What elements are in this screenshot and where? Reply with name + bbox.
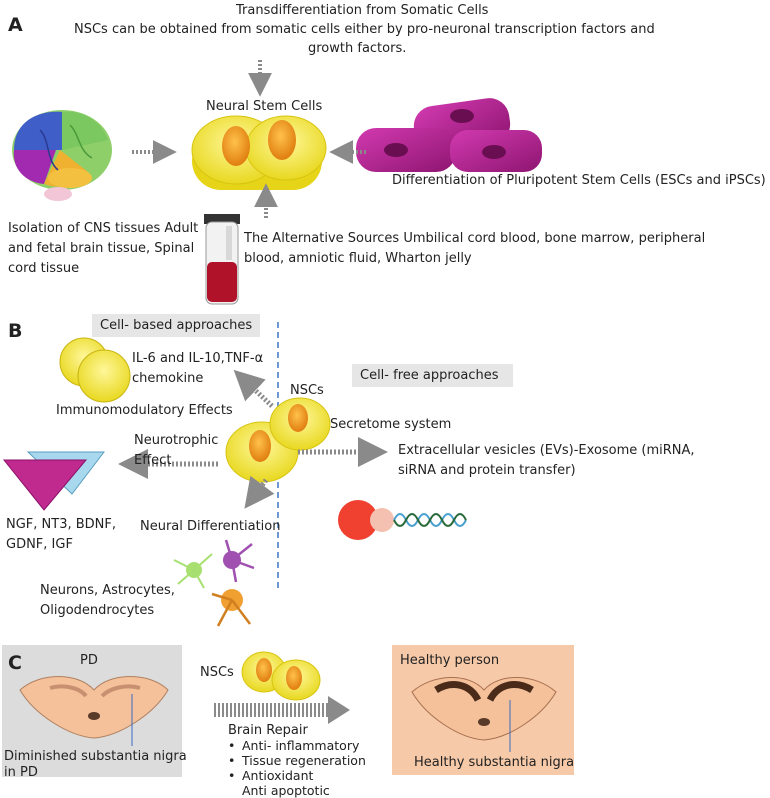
ev-line1: Extracellular vesicles (EVs)-Exosome (mi… [398,443,695,458]
healthy-brain-section [411,677,557,752]
cns-line3: cord tissue [8,261,80,276]
panel-a-arrows [132,60,366,218]
transdiff-title: Transdifferentiation from Somatic Cells [236,3,489,18]
repair-title: Brain Repair [228,723,308,738]
repair-item: •Anti- inflammatory [228,738,360,753]
panel-letter-b: B [8,320,23,342]
cells-line2: Oligodendrocytes [40,603,155,618]
repair-item: •Antioxidant [228,768,314,783]
brain-illustration [12,110,112,201]
nsc-cluster-c [241,651,321,701]
neural-diff-label: Neural Differentiation [140,519,281,534]
secretome-label: Secretome system [330,417,452,432]
pluripotent-label: Differentiation of Pluripotent Stem Cell… [392,173,766,188]
neurotrophic-line1: Neurotrophic [134,433,219,448]
cytokines-line1: IL-6 and IL-10,TNF-α [132,351,264,366]
neurotrophic-line2: Effect [134,453,172,468]
cell-based-tag: Cell- based approaches [92,314,261,337]
cell-free-tag: Cell- free approaches [352,364,513,387]
growth-factor-triangles [2,451,106,511]
nscs-label-c: NSCs [200,665,234,680]
nsc-label: Neural Stem Cells [206,99,323,114]
pd-label: PD [80,653,98,668]
panel-letter-c: C [8,652,22,674]
alt-line2: blood, amniotic fluid, Wharton jelly [244,251,472,266]
healthy-nigra-label: Healthy substantia nigra [414,755,575,770]
repair-item: Anti apoptotic [242,783,330,798]
ev-exosome [338,500,467,540]
panel-letter-a: A [8,14,23,36]
cells-line1: Neurons, Astrocytes, [40,583,175,598]
alt-line1: The Alternative Sources Umbilical cord b… [244,231,706,246]
repair-arrow [214,696,350,724]
transdiff-line2: growth factors. [308,41,407,56]
factors-line1: NGF, NT3, BDNF, [6,517,117,532]
neural-cells [173,539,255,627]
nsc-cluster-a [191,115,327,190]
cns-line2: and fetal brain tissue, Spinal [8,241,195,256]
panel-b-arrows [118,369,388,509]
ev-line2: siRNA and protein transfer) [398,463,576,478]
repair-item: •Tissue regeneration [228,753,366,768]
cns-line1: Isolation of CNS tissues Adult [8,221,199,236]
pd-brain-section [19,676,169,746]
diminished-line1: Diminished substantia nigra [4,749,187,764]
blood-tube [204,214,240,305]
healthy-person-label: Healthy person [400,653,500,668]
nsc-cluster-b [225,397,331,483]
factors-line2: GDNF, IGF [6,537,73,552]
immuno-label: Immunomodulatory Effects [56,403,233,418]
nscs-label-b: NSCs [290,383,324,398]
repair-list: •Anti- inflammatory •Tissue regeneration… [228,738,366,798]
pluripotent-cells [356,98,542,172]
diminished-line2: in PD [4,765,38,780]
transdiff-line1: NSCs can be obtained from somatic cells … [74,22,655,37]
immuno-cells [59,337,131,403]
cytokines-line2: chemokine [132,371,204,386]
